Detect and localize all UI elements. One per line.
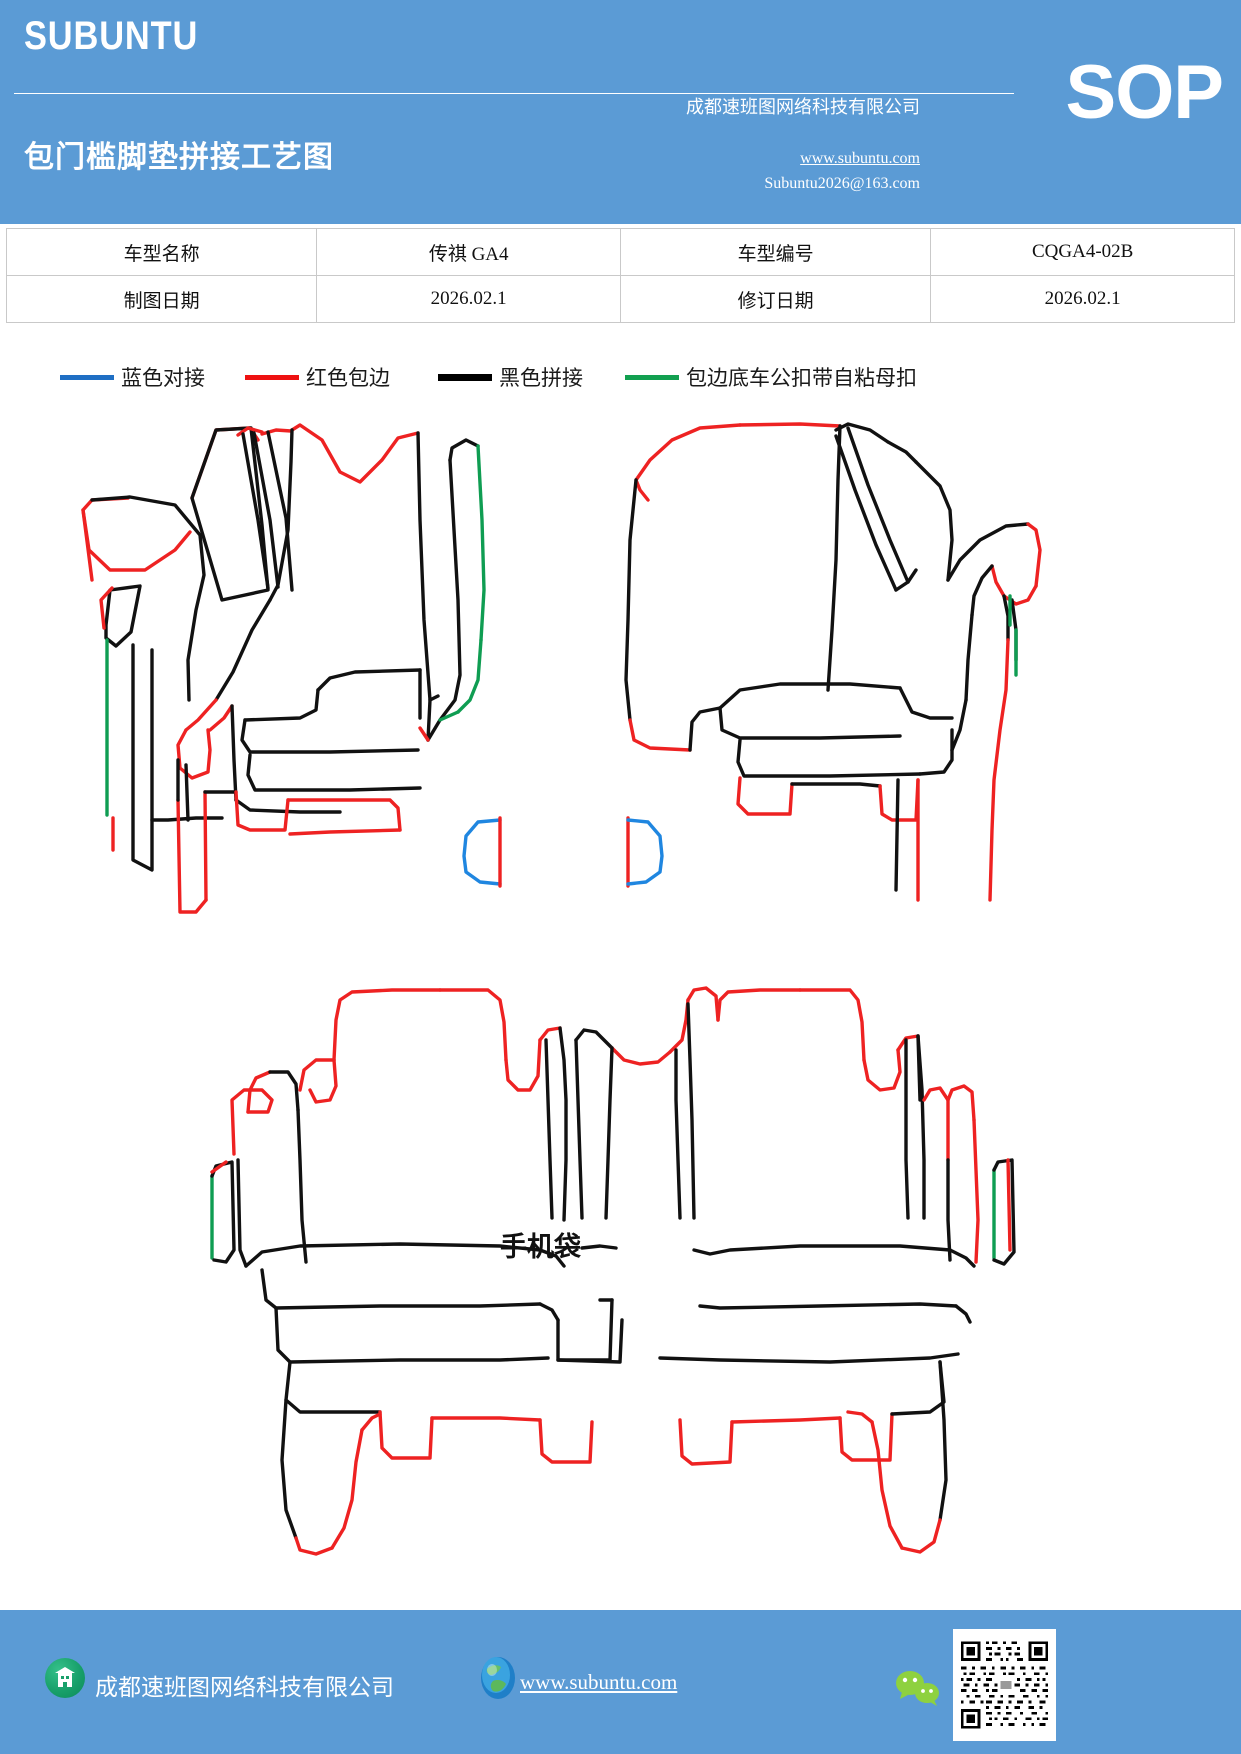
qr-code bbox=[953, 1629, 1056, 1741]
front-left-step-block bbox=[240, 668, 422, 792]
legend-swatch-blue-icon bbox=[60, 374, 114, 380]
legend-item-green: 包边底车公扣带自粘母扣 bbox=[625, 362, 917, 392]
header-divider bbox=[14, 93, 1014, 94]
legend: 蓝色对接 红色包边 黑色拼接 包边底车公扣带自粘母扣 bbox=[60, 360, 1110, 394]
building-icon bbox=[45, 1658, 85, 1698]
page-header: SUBUNTU 包门槛脚垫拼接工艺图 成都速班图网络科技有限公司 www.sub… bbox=[0, 0, 1241, 224]
cell-revision-date-value: 2026.02.1 bbox=[930, 275, 1235, 323]
header-email: Subuntu2026@163.com bbox=[764, 175, 920, 192]
phone-pocket-shape bbox=[462, 816, 664, 888]
left-upper-wing bbox=[81, 495, 206, 702]
rear-right-section bbox=[716, 988, 980, 1264]
left-sill-strip bbox=[99, 584, 154, 872]
sop-badge: SOP bbox=[1065, 50, 1224, 135]
brand-logo: SUBUNTU bbox=[24, 14, 199, 58]
footer-company-name: 成都速班图网络科技有限公司 bbox=[95, 1675, 394, 1700]
table-row: 制图日期 2026.02.1 修订日期 2026.02.1 bbox=[5, 275, 1235, 323]
front-left-right-panel bbox=[418, 438, 486, 742]
wechat-glyph-icon bbox=[896, 1671, 939, 1706]
front-right-slat-panels bbox=[834, 422, 918, 592]
technical-drawing: 手机袋 bbox=[0, 400, 1241, 1600]
rear-left-section bbox=[230, 988, 568, 1264]
legend-swatch-red-icon bbox=[245, 374, 299, 380]
footer-website-link[interactable]: www.subuntu.com bbox=[520, 1670, 678, 1694]
legend-swatch-black-icon bbox=[438, 373, 492, 381]
header-company-name: 成都速班图网络科技有限公司 bbox=[686, 97, 920, 117]
legend-label-black: 黑色拼接 bbox=[499, 366, 583, 390]
front-left-mat-body bbox=[150, 423, 432, 822]
rear-center-tunnel bbox=[574, 986, 720, 1220]
legend-swatch-green-icon bbox=[625, 374, 679, 380]
legend-item-red: 红色包边 bbox=[245, 362, 390, 392]
cell-model-name-value: 传祺 GA4 bbox=[316, 228, 621, 276]
page-footer: 成都速班图网络科技有限公司 www.subuntu.com bbox=[0, 1610, 1241, 1754]
wechat-icon bbox=[893, 1668, 943, 1708]
front-right-step-block bbox=[718, 682, 954, 778]
front-right-lower-tongue bbox=[736, 776, 920, 902]
front-right-mat-body bbox=[624, 422, 842, 752]
front-right-wing bbox=[914, 460, 1042, 902]
building-glyph-icon bbox=[55, 1667, 75, 1687]
upper-slat-panels bbox=[190, 426, 294, 602]
cell-draw-date-value: 2026.02.1 bbox=[316, 275, 621, 323]
legend-label-green: 包边底车公扣带自粘母扣 bbox=[686, 366, 917, 390]
legend-item-black: 黑色拼接 bbox=[438, 362, 583, 392]
cell-draw-date-label: 制图日期 bbox=[5, 275, 318, 323]
phone-pocket-label: 手机袋 bbox=[500, 1232, 581, 1262]
globe-glyph-icon bbox=[481, 1657, 515, 1699]
legend-label-blue: 蓝色对接 bbox=[121, 366, 205, 390]
front-left-lower-tongue bbox=[176, 758, 402, 914]
cell-model-name-label: 车型名称 bbox=[5, 228, 318, 276]
cell-model-code-value: CQGA4-02B bbox=[930, 228, 1235, 276]
legend-label-red: 红色包边 bbox=[306, 366, 390, 390]
rear-right-sill-strip bbox=[992, 1158, 1016, 1266]
legend-item-blue: 蓝色对接 bbox=[60, 362, 205, 392]
page-title: 包门槛脚垫拼接工艺图 bbox=[24, 141, 334, 174]
cell-revision-date-label: 修订日期 bbox=[619, 275, 932, 323]
globe-icon bbox=[477, 1655, 519, 1701]
vehicle-info-table: 车型名称 传祺 GA4 车型编号 CQGA4-02B 制图日期 2026.02.… bbox=[5, 228, 1235, 323]
mat-pattern-svg bbox=[81, 422, 1042, 1556]
cell-model-code-label: 车型编号 bbox=[619, 228, 932, 276]
qr-code-glyph-icon bbox=[958, 1638, 1051, 1732]
header-website-link[interactable]: www.subuntu.com bbox=[800, 150, 920, 167]
rear-left-sill-strip bbox=[210, 1158, 248, 1268]
rear-mat-lower-body bbox=[244, 1242, 976, 1556]
table-row: 车型名称 传祺 GA4 车型编号 CQGA4-02B bbox=[5, 228, 1235, 276]
